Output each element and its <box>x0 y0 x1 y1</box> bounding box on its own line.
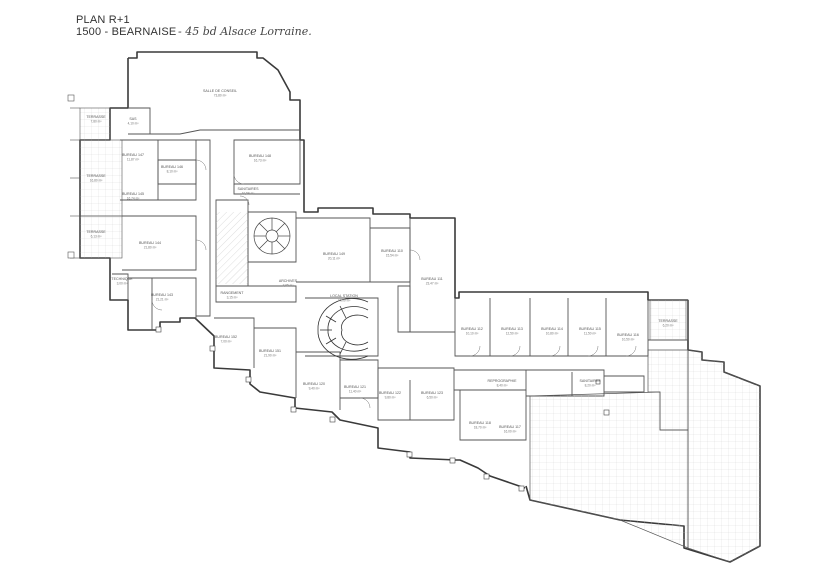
room-area: 20,11 m² <box>328 257 340 261</box>
room-area: 6,13 m² <box>91 235 102 239</box>
room-label: SALLE DE CONSEIL <box>203 89 237 93</box>
room-area: 4,10 m² <box>128 122 139 126</box>
room-area: 12,50 m² <box>506 332 519 336</box>
room-area: 7,00 m² <box>221 340 232 344</box>
room-area: 10,10 m² <box>466 332 479 336</box>
room-label: BUREAU 148 <box>249 154 271 158</box>
room-area: 3,15 m² <box>227 296 238 300</box>
room-label: SAS <box>129 117 137 121</box>
room-area: 11,50 m² <box>584 332 596 336</box>
interior-walls <box>112 107 689 441</box>
room-label: REPROGRAPHIE <box>488 379 518 383</box>
room-area: 21,80 m² <box>144 246 157 250</box>
room-label: BUREAU 116 <box>617 333 639 337</box>
room-label: TERRASSE <box>86 230 106 234</box>
room-area: 6,20 m² <box>663 324 674 328</box>
room-label: BUREAU 113 <box>501 327 523 331</box>
room-label: BUREAU 123 <box>421 391 443 395</box>
room-area: 9,40 m² <box>309 387 320 391</box>
room-label: BUREAU 111 <box>421 277 442 281</box>
room-area: 21,21 m² <box>156 298 169 302</box>
room-label: TERRASSE <box>86 115 106 119</box>
curved-stair <box>317 298 369 360</box>
room-label: BUREAU 145 <box>122 192 144 196</box>
room-area: 8,40 m² <box>497 384 508 388</box>
room-area: 16,00 m² <box>504 430 517 434</box>
room-area: 21,90 m² <box>264 354 277 358</box>
room-area: 7,80 m² <box>91 120 102 124</box>
room-area: 2,65 m² <box>283 284 294 288</box>
room-label: BUREAU 114 <box>541 327 563 331</box>
room-area: 10,59 m² <box>242 192 255 196</box>
tiled-zones <box>216 212 761 563</box>
room-label: BUREAU 110 <box>381 249 403 253</box>
room-label: TECHNIQUE <box>111 277 133 281</box>
room-label: ARCHIVES <box>279 279 298 283</box>
room-label: BUREAU 151 <box>259 349 281 353</box>
plan-title: PLAN R+1 <box>76 14 130 26</box>
room-label: BUREAU 146 <box>161 165 183 169</box>
room-label: SANITAIRES <box>579 379 601 383</box>
room-label: BUREAU 152 <box>215 335 237 339</box>
room-label: BUREAU 121 <box>344 385 366 389</box>
room-label: BUREAU 115 <box>579 327 601 331</box>
room-area: 16,74 m² <box>127 197 140 201</box>
project-title: 1500 - BEARNAISE <box>76 26 177 38</box>
room-label: TERRASSE <box>658 319 678 323</box>
room-area: 3,00 m² <box>117 282 128 286</box>
room-label: BUREAU 149 <box>323 252 345 256</box>
door-swings <box>151 159 637 409</box>
room-area: 6,50 m² <box>427 396 438 400</box>
room-area: 16,73 m² <box>254 159 267 163</box>
room-label: BUREAU 143 <box>151 293 173 297</box>
room-area: 9,80 m² <box>385 396 396 400</box>
room-area: 24,00 m² <box>338 299 351 303</box>
room-area: 16,80 m² <box>90 179 103 183</box>
room-area: 23,47 m² <box>426 282 439 286</box>
spiral-stair <box>253 217 291 255</box>
room-area: 8,10 m² <box>167 170 178 174</box>
room-label: TERRASSE <box>86 174 106 178</box>
room-area: 10,50 m² <box>622 338 635 342</box>
room-label: LOCAL STATION <box>330 294 358 298</box>
room-label: SANITAIRES <box>237 187 259 191</box>
room-label: BUREAU 112 <box>461 327 483 331</box>
room-label: BUREAU 117 <box>499 425 521 429</box>
room-area: 18,70 m² <box>474 426 487 430</box>
room-label: BUREAU 120 <box>303 382 325 386</box>
left-terraces <box>67 94 123 259</box>
room-label: BUREAU 144 <box>139 241 161 245</box>
room-label: RANGEMENT <box>221 291 245 295</box>
room-label: BUREAU 118 <box>469 421 491 425</box>
room-area: 11,87 m² <box>127 158 139 162</box>
room-label: BUREAU 122 <box>379 391 401 395</box>
room-area: 15,54 m² <box>386 254 399 258</box>
room-area: 10,80 m² <box>546 332 559 336</box>
room-area: 11,40 m² <box>349 390 361 394</box>
room-area: 8,20 m² <box>585 384 596 388</box>
handwritten-address: - 45 bd Alsace Lorraine. <box>178 25 312 38</box>
room-label: BUREAU 147 <box>122 153 144 157</box>
title-block: PLAN R+1 1500 - BEARNAISE <box>76 14 176 38</box>
columns <box>155 326 610 492</box>
room-area: 73,80 m² <box>214 94 227 98</box>
